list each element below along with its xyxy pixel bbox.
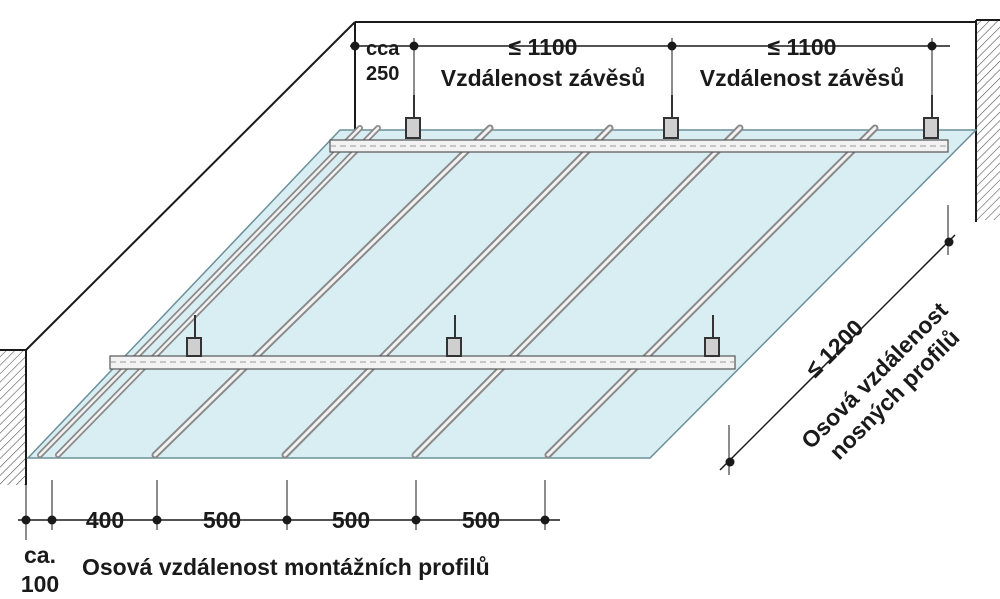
mounting-spacing-label: Osová vzdálenost montážních profilů [82, 554, 490, 580]
bottom-dim-500-a: 500 [203, 507, 241, 533]
cca-label: cca [366, 38, 400, 60]
bottom-dim-500-b: 500 [332, 507, 370, 533]
carrying-profile-back [329, 139, 949, 153]
mounting-profile [281, 124, 614, 459]
side-dimension-line [719, 205, 956, 475]
hanger-span-2-value: ≤ 1100 [768, 34, 837, 60]
mounting-profile [411, 124, 744, 459]
bottom-dimension-line [18, 480, 560, 540]
hanger-span-1-value: ≤ 1100 [509, 34, 578, 60]
mounting-profile [55, 125, 381, 458]
hanger-span-2-label: Vzdálenost závěsů [700, 65, 905, 91]
mounting-profile [37, 125, 363, 458]
plasterboard [26, 129, 978, 459]
carrying-profile-front [109, 355, 736, 370]
hanger [186, 315, 202, 357]
hangers [186, 95, 939, 357]
wall-right [975, 19, 1000, 222]
bottom-dim-500-c: 500 [462, 507, 500, 533]
ca-value: 100 [21, 571, 59, 597]
cca-value: 250 [366, 63, 399, 85]
hanger [663, 95, 679, 139]
mounting-profiles [37, 124, 879, 459]
hanger [405, 95, 421, 139]
bottom-dim-400: 400 [86, 507, 124, 533]
wall-left [0, 349, 27, 485]
hanger [704, 315, 720, 357]
hanger-span-1-label: Vzdálenost závěsů [441, 65, 646, 91]
hanger [446, 315, 462, 357]
hanger [923, 95, 939, 139]
ca-label: ca. [24, 542, 56, 568]
top-dimension-line [350, 38, 950, 95]
mounting-profile [544, 124, 879, 459]
mounting-profile [151, 124, 494, 459]
